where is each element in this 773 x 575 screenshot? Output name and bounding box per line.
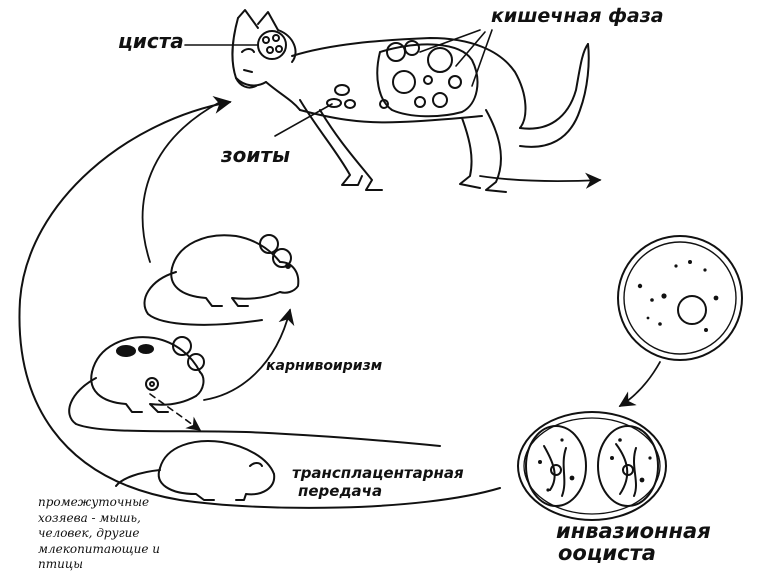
label-transplacental: трансплацентарная передача: [292, 464, 464, 500]
label-zoites: зоиты: [221, 143, 291, 167]
label-line: птицы: [38, 557, 83, 572]
label-carnivorism: карнивоиризм: [266, 358, 383, 374]
mouse-figure: [68, 336, 441, 447]
sporulated-oocyst-figure: [517, 411, 667, 521]
label-line: промежуточные: [38, 495, 150, 509]
label-intermediate-hosts: промежуточные хозяева - мышь, человек, д…: [38, 495, 188, 573]
mouse-figure: [143, 234, 300, 326]
label-line: человек, другие: [38, 526, 140, 541]
label-line: инвазионная: [556, 519, 711, 543]
label-cyst: циста: [118, 29, 184, 53]
label-intestinal-phase: кишечная фаза: [491, 5, 664, 27]
label-line: млекопитающие и: [38, 541, 161, 556]
label-line: трансплацентарная: [292, 464, 464, 482]
label-line: хозяева - мышь,: [38, 510, 141, 525]
oocyst-figure: [617, 235, 743, 361]
label-line: ооциста: [558, 541, 656, 566]
label-invasive-oocyst: инвазионная ооциста: [556, 520, 711, 564]
label-line: передача: [298, 482, 383, 500]
cat-figure: [231, 9, 590, 193]
mouse-pup-figure: [115, 440, 276, 501]
